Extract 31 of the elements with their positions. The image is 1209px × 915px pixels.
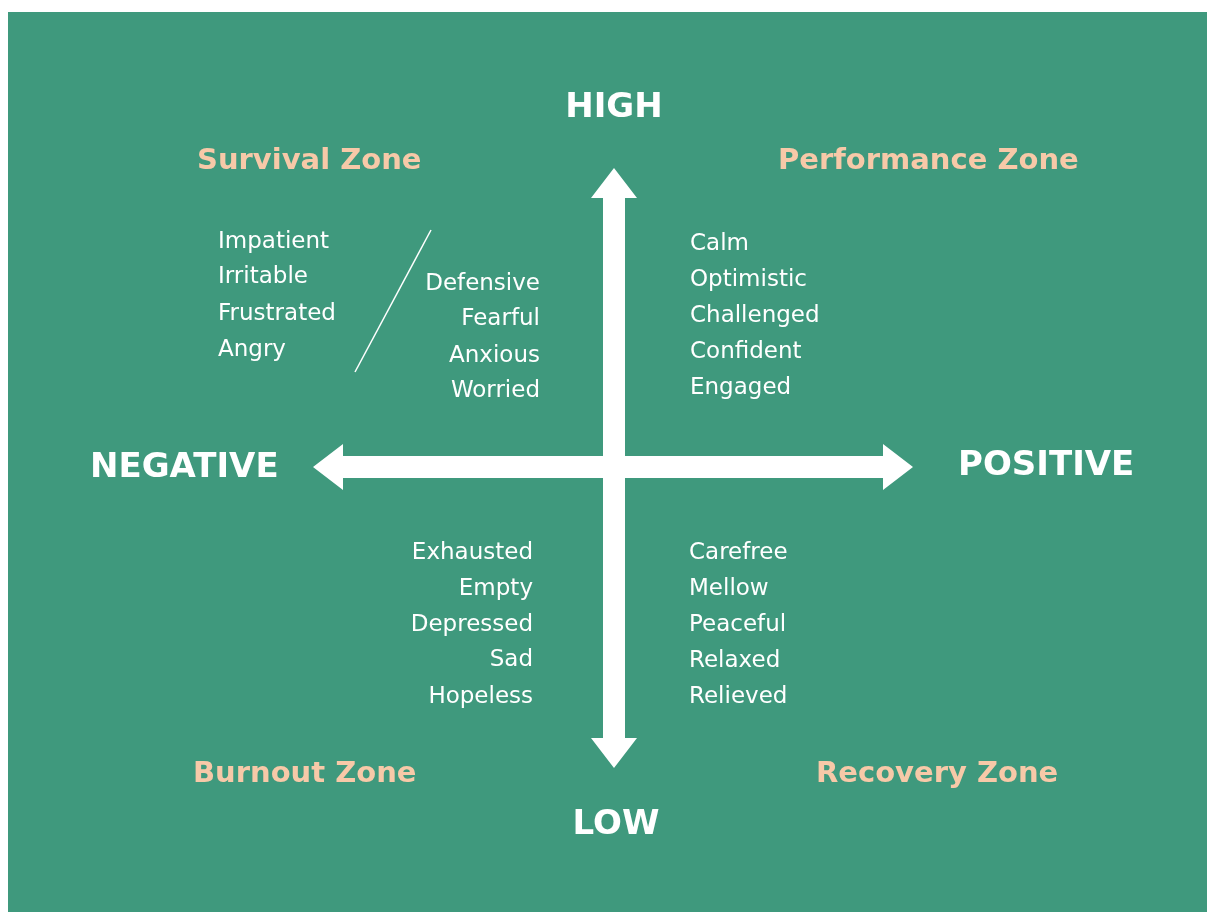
emotion-word: Hopeless: [428, 681, 533, 709]
emotion-word: Optimistic: [690, 264, 807, 292]
zone-title: Recovery Zone: [816, 756, 1059, 790]
emotion-word: Exhausted: [411, 537, 533, 565]
emotion-word: Fearful: [461, 303, 540, 331]
emotion-word: Angry: [218, 334, 286, 362]
emotion-word: Depressed: [410, 609, 533, 637]
emotion-word: Peaceful: [689, 609, 787, 637]
zone-title: Performance Zone: [778, 143, 1079, 177]
emotion-word: Impatient: [218, 226, 330, 254]
emotion-word: Relieved: [689, 681, 788, 709]
emotion-word: Mellow: [689, 573, 769, 601]
axis-label: NEGATIVE: [90, 446, 279, 486]
emotion-word: Worried: [450, 375, 540, 403]
emotion-word: Engaged: [690, 372, 792, 400]
axis-label: LOW: [572, 803, 660, 843]
axis-label: HIGH: [565, 86, 663, 126]
zone-title: Survival Zone: [197, 143, 422, 177]
emotion-word: Challenged: [690, 300, 820, 328]
emotion-word: Carefree: [689, 537, 788, 565]
emotion-word: Sad: [489, 644, 533, 672]
emotion-word: Anxious: [449, 340, 540, 368]
emotion-word: Irritable: [218, 261, 308, 289]
emotion-word: Confident: [690, 336, 802, 364]
zone-title: Burnout Zone: [193, 756, 417, 790]
emotion-word: Frustrated: [218, 298, 336, 326]
emotion-word: Defensive: [425, 268, 540, 296]
emotion-word: Calm: [690, 228, 749, 256]
emotion-word: Relaxed: [689, 645, 781, 673]
axis-label: POSITIVE: [958, 444, 1135, 484]
emotion-word: Empty: [458, 573, 533, 601]
